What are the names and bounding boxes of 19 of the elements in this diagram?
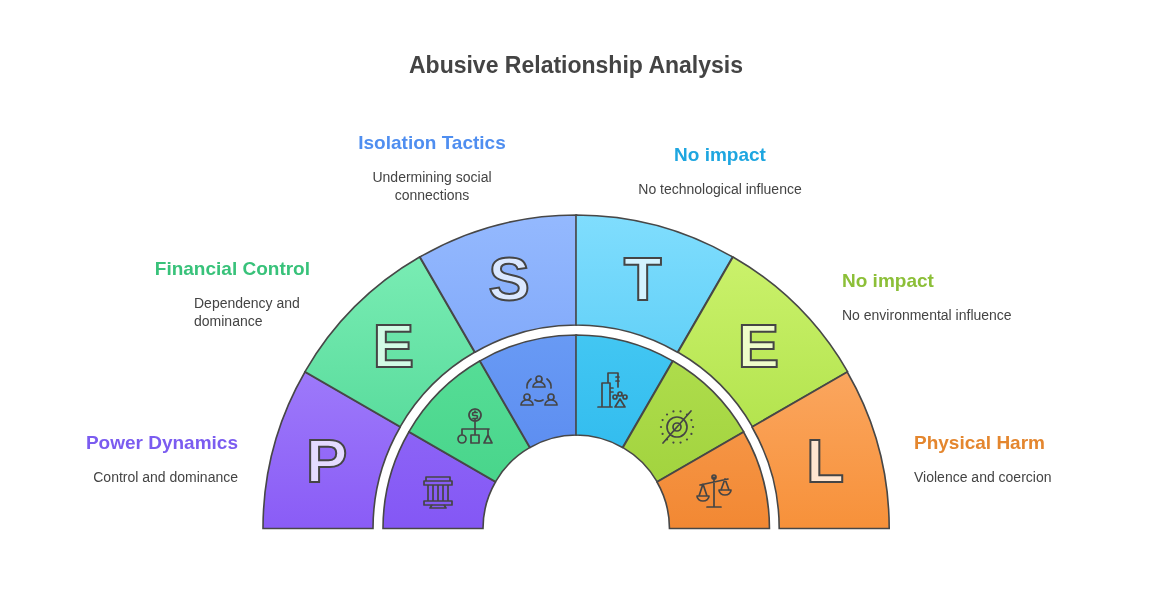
segment-description: No environmental influence (842, 306, 1012, 324)
segment-letter: E (372, 314, 415, 377)
segment-heading: Power Dynamics (85, 432, 238, 454)
diagram-title: Abusive Relationship Analysis (408, 52, 744, 79)
segment-description: Control and dominance (93, 468, 238, 486)
segment-description: Dependency and dominance (194, 294, 301, 330)
segment-heading: Isolation Tactics (358, 132, 506, 154)
segment-heading: Physical Harm (914, 432, 1045, 454)
segment-letter: T (623, 247, 662, 310)
segment-letter: L (806, 430, 845, 493)
segment-heading: Financial Control (154, 258, 310, 280)
segment-description: Undermining social connections (371, 168, 493, 204)
segment-letter: E (737, 314, 780, 377)
segment-heading: No impact (674, 144, 766, 166)
segment-heading: No impact (842, 270, 934, 292)
segment-letter: P (306, 430, 348, 493)
segment-description: No technological influence (638, 180, 802, 198)
segment-description: Violence and coercion (914, 468, 1052, 486)
segment-letter: S (488, 247, 530, 310)
